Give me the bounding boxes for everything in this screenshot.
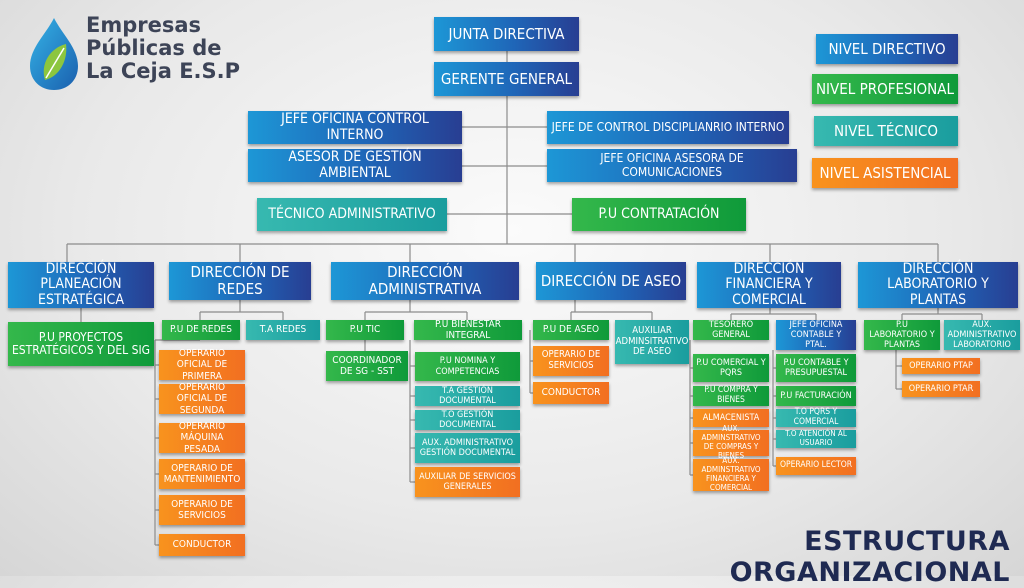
pu-facturacion: P.U FACTURACIÓN <box>776 386 856 406</box>
jefe-oficina-contable: JEFE OFICINA CONTABLE Y PTAL. <box>776 320 856 350</box>
op-ptar: OPERARIO PTAR <box>902 381 980 397</box>
to-atencion: T.O ATENCIÓN AL USUARIO <box>776 429 856 448</box>
pu-aseo: P.U DE ASEO <box>533 320 609 340</box>
gerente-general: GERENTE GENERAL <box>434 62 579 96</box>
connector-lines <box>66 51 983 546</box>
legend-directivo: NIVEL DIRECTIVO <box>816 34 958 64</box>
junta-directiva: JUNTA DIRECTIVA <box>434 17 579 51</box>
asesor-gestion-ambiental: ASESOR DE GESTIÓN AMBIENTAL <box>248 149 462 182</box>
dir-planeacion: DIRECCIÓN PLANEACIÓN ESTRATÉGICA <box>8 261 154 308</box>
dir-administrativa: DIRECCIÓN ADMINISTRATIVA <box>331 262 519 300</box>
ta-gestion-documental: T.A GESTIÓN DOCUMENTAL <box>415 386 520 406</box>
tesorero-general: TESORERO GENERAL <box>693 320 769 340</box>
pu-redes: P.U DE REDES <box>162 320 240 340</box>
tecnico-administrativo: TÉCNICO ADMINISTRATIVO <box>257 198 447 231</box>
aux-financiera: AUX. ADMINSTRATIVO FINANCIERA Y COMERCIA… <box>693 456 769 492</box>
jefe-control-interno: JEFE OFICINA CONTROL INTERNO <box>248 111 462 144</box>
dir-aseo: DIRECCIÓN DE ASEO <box>536 262 686 300</box>
dir-redes: DIRECCIÓN DE REDES <box>169 262 311 300</box>
legend-profesional: NIVEL PROFESIONAL <box>812 74 958 104</box>
legend-asistencial: NIVEL ASISTENCIAL <box>812 158 958 188</box>
op-maquina-pesada: OPERARIO MÁQUINA PESADA <box>159 421 245 455</box>
pu-compra: P.U COMPRA Y BIENES <box>693 386 769 406</box>
dir-financiera: DIRECCIÓN FINANCIERA Y COMERCIAL <box>697 261 841 308</box>
pu-contable: P.U CONTABLE Y PRESUPUESTAL <box>776 354 856 382</box>
company-name-line2: Públicas de <box>86 36 222 60</box>
pu-bienestar: P.U BIENESTAR INTEGRAL <box>414 319 522 341</box>
op-servicios-aseo: OPERARIO DE SERVICIOS <box>533 346 609 376</box>
page-title: ESTRUCTURA ORGANIZACIONAL <box>729 526 1010 588</box>
company-name: Empresas Públicas de La Ceja E.S.P <box>86 14 240 83</box>
aux-gestion-documental: AUX. ADMINISTRATIVO GESTIÓN DOCUMENTAL <box>415 433 520 463</box>
pu-contratacion: P.U CONTRATACIÓN <box>572 198 746 231</box>
jefe-control-disciplinario: JEFE DE CONTROL DISCIPLIANRIO INTERNO <box>547 111 789 144</box>
conductor-aseo: CONDUCTOR <box>533 382 609 404</box>
jefe-comunicaciones: JEFE OFICINA ASESORA DE COMUNICACIONES <box>547 149 797 182</box>
op-ptap: OPERARIO PTAP <box>902 358 980 374</box>
aux-laboratorio: AUX. ADMINISTRATIVO LABORATORIO <box>944 320 1020 350</box>
aux-compras: AUX. ADMINSTRATIVO DE COMPRAS Y BIENES <box>693 424 769 460</box>
op-oficial-primera: OPERARIO OFICIAL DE PRIMERA <box>159 348 245 382</box>
to-gestion-documental: T.O GESTIÓN DOCUMENTAL <box>415 410 520 430</box>
pu-laboratorio: P.U LABORATORIO Y PLANTAS <box>864 320 940 350</box>
operario-lector: OPERARIO LECTOR <box>776 457 856 475</box>
dir-laboratorio: DIRECCIÓN LABORATORIO Y PLANTAS <box>858 261 1018 308</box>
aux-aseo: AUXILIAR ADMINSITRATIVO DE ASEO <box>615 320 689 364</box>
coordinador-sst: COORDINADOR DE SG - SST <box>326 351 408 381</box>
pu-comercial: P.U COMERCIAL Y PQRS <box>693 354 769 382</box>
op-mantenimiento: OPERARIO DE MANTENIMIENTO <box>159 459 245 489</box>
org-chart: NIVEL DIRECTIVO NIVEL PROFESIONAL NIVEL TÉ… <box>8 17 1020 556</box>
ta-redes: T.A REDES <box>246 320 320 340</box>
water-drop-leaf-logo <box>30 18 78 90</box>
op-oficial-segunda: OPERARIO OFICIAL DE SEGUNDA <box>159 382 245 416</box>
legend-tecnico: NIVEL TÉCNICO <box>814 116 958 146</box>
pu-proyectos: P.U PROYECTOS ESTRATÉGICOS Y DEL SIG <box>8 322 154 366</box>
aux-servicios-generales: AUXILIAR DE SERVICIOS GENERALES <box>415 467 520 497</box>
conductor-redes: CONDUCTOR <box>159 534 245 556</box>
company-name-line3: La Ceja E.S.P <box>86 59 241 83</box>
op-servicios-redes: OPERARIO DE SERVICIOS <box>159 495 245 525</box>
to-pqrs: T.O PQRS Y COMERCIAL <box>776 408 856 427</box>
pu-tic: P.U TIC <box>326 320 404 340</box>
company-name-line1: Empresas <box>86 13 202 37</box>
almacenista: ALMACENISTA <box>693 409 769 427</box>
pu-nomina: P.U NOMINA Y COMPETENCIAS <box>415 352 520 381</box>
